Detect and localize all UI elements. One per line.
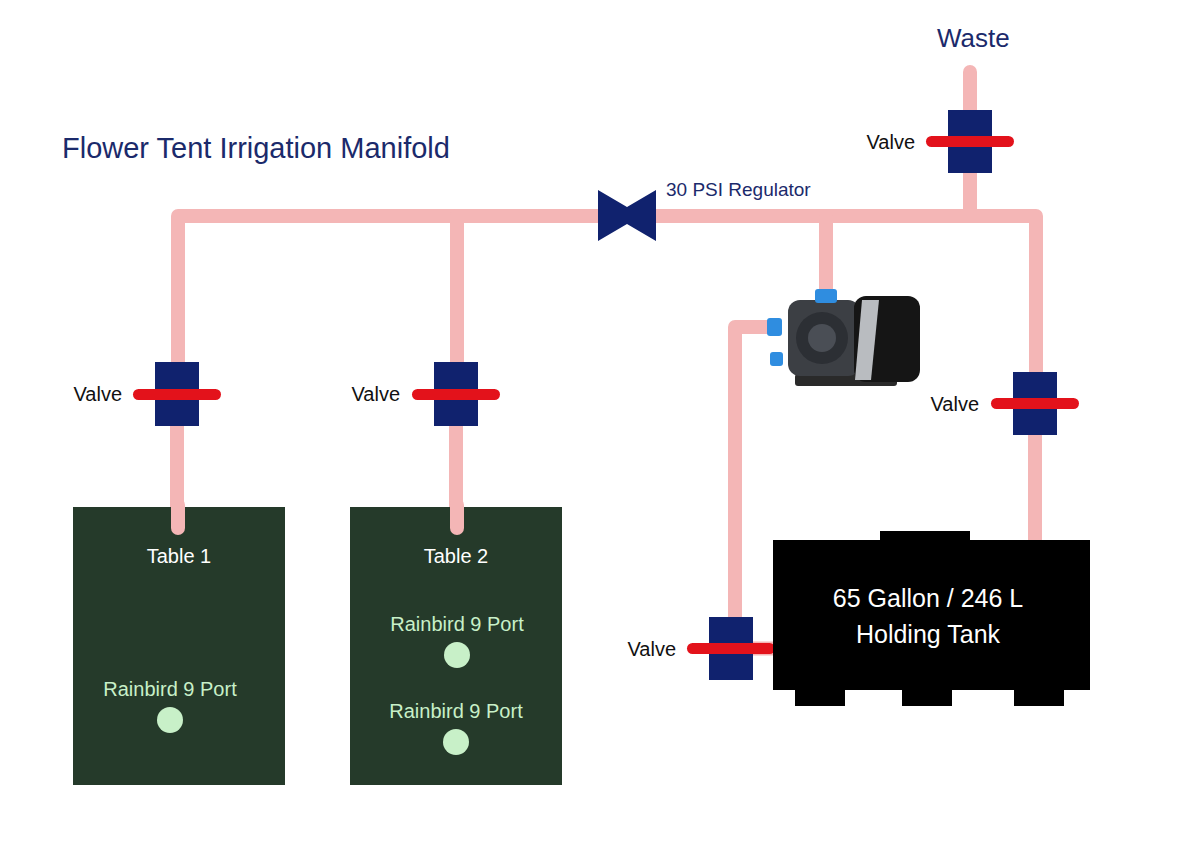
- emitter-label: Rainbird 9 Port: [376, 698, 536, 724]
- regulator-label: 30 PSI Regulator: [666, 178, 811, 202]
- pump-illustration: [767, 289, 920, 386]
- valve-handle: [133, 389, 221, 400]
- pump-outlet-pipe: [819, 216, 833, 292]
- tank-foot: [902, 689, 952, 706]
- valve-label: Valve: [351, 381, 400, 407]
- table-inlet-pipe: [171, 505, 185, 528]
- table-label: Table 2: [350, 543, 562, 569]
- tank-label: 65 Gallon / 246 L Holding Tank: [813, 580, 1043, 652]
- valve-handle: [412, 389, 500, 400]
- pump-housing: [788, 300, 860, 376]
- tank-lid: [880, 531, 970, 542]
- rainbird-emitter: Rainbird 9 Port: [377, 611, 537, 671]
- emitter-circle: [444, 642, 470, 668]
- valve-symbol: Valve: [709, 617, 753, 680]
- pump-volute-center: [808, 324, 836, 352]
- pipe-segment: [178, 216, 598, 362]
- emitter-label: Rainbird 9 Port: [377, 611, 537, 637]
- valve-handle: [991, 398, 1079, 409]
- pipe-label: Waste: [937, 22, 1010, 54]
- pipe-connector: [1035, 435, 1036, 540]
- valve-symbol: Valve: [434, 362, 478, 426]
- regulator-bowtie: [598, 190, 656, 241]
- emitter-label: Rainbird 9 Port: [93, 676, 247, 702]
- tank-foot: [795, 689, 845, 706]
- pump-drain-cap: [770, 352, 783, 366]
- waste-pipe: [963, 72, 977, 112]
- rainbird-emitter: Rainbird 9 Port: [376, 698, 536, 758]
- tank-foot: [1014, 689, 1064, 706]
- pump-outlet-cap: [815, 289, 837, 303]
- valve-label: Valve: [930, 391, 979, 417]
- pump-inlet-cap: [767, 318, 782, 336]
- table-inlet-pipe: [450, 505, 464, 528]
- emitter-circle: [443, 729, 469, 755]
- valve-label: Valve: [627, 636, 676, 662]
- tank-outline: [773, 531, 1090, 706]
- emitter-dot: [443, 729, 469, 755]
- holding-tank: 65 Gallon / 246 L Holding Tank: [773, 540, 1090, 690]
- emitter-circle: [157, 707, 183, 733]
- valve-symbol: Valve: [948, 110, 992, 173]
- rainbird-emitter: Rainbird 9 Port: [93, 676, 247, 736]
- emitter-dot: [444, 642, 470, 668]
- pipe-connector: [178, 216, 598, 362]
- pipe-connector: [457, 216, 598, 362]
- valve-symbol: Valve: [155, 362, 199, 426]
- pump-inlet-pipe: [735, 327, 770, 619]
- pump-motor: [854, 296, 920, 382]
- grow-table: Table 2Rainbird 9 PortRainbird 9 Port: [350, 507, 562, 785]
- emitter-dot: [157, 707, 183, 733]
- valve-label: Valve: [866, 129, 915, 155]
- pipe-segment: [457, 216, 598, 362]
- pressure-regulator: 30 PSI Regulator: [598, 190, 656, 241]
- pipe-connector: [456, 426, 457, 507]
- pump-volute: [796, 312, 848, 364]
- table-label: Table 1: [73, 543, 285, 569]
- valve-handle: [926, 136, 1014, 147]
- pipe-connector: [177, 426, 178, 507]
- pipe-segment: [449, 426, 463, 507]
- diagram-title: Flower Tent Irrigation Manifold: [62, 129, 450, 167]
- grow-table: Table 1 Rainbird 9 Port: [73, 507, 285, 785]
- regulator-shape: [598, 190, 656, 241]
- valve-label: Valve: [73, 381, 122, 407]
- valve-symbol: Valve: [1013, 372, 1057, 435]
- pipe-segment: [1028, 435, 1042, 540]
- valve-handle: [687, 643, 775, 654]
- pipe-segment: [170, 426, 184, 507]
- pump-stripe: [855, 300, 879, 380]
